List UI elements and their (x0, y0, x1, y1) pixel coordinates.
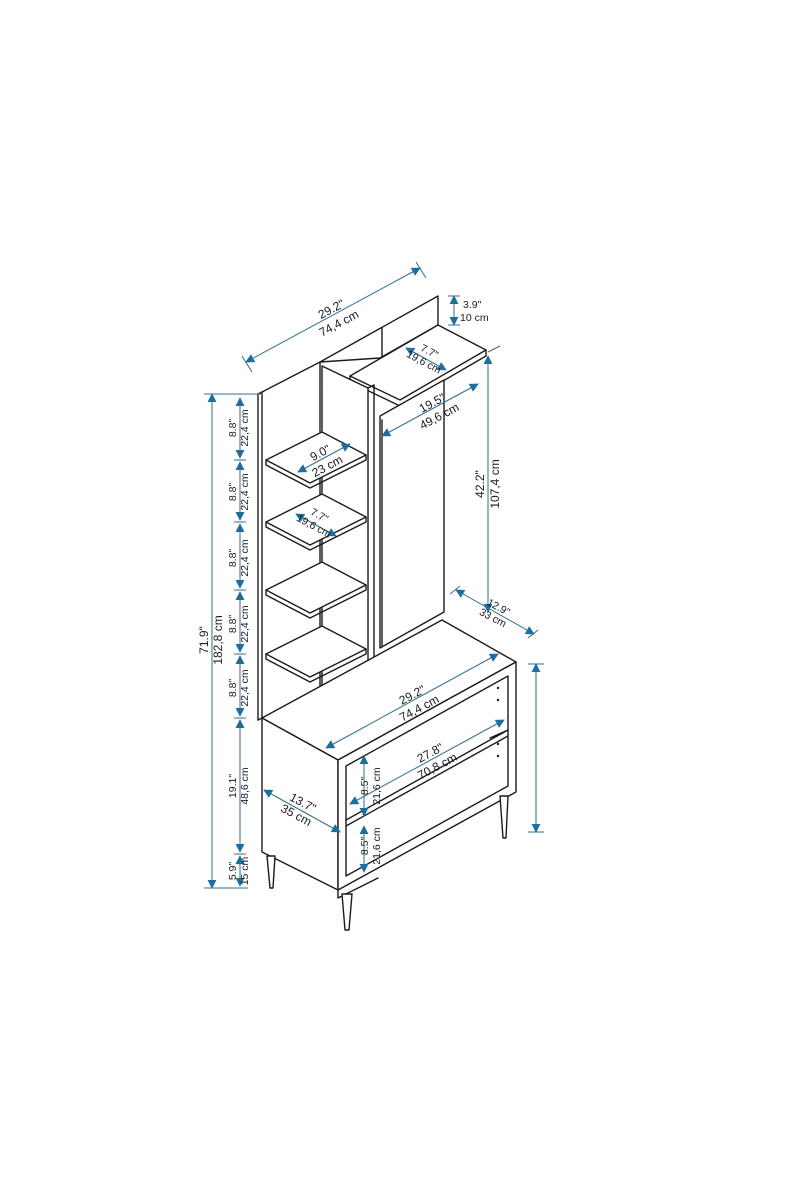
shelf-gap-in: 8.8" (227, 615, 239, 634)
hanger-height-in: 42.2" (473, 470, 487, 498)
shelf-gap-in: 8.8" (227, 549, 239, 568)
top-panel-cm: 10 cm (460, 312, 489, 324)
shelf-gap-in: 8.8" (227, 483, 239, 502)
total-height-cm: 182,8 cm (211, 615, 225, 664)
cabinet-height-cm: 48,6 cm (239, 767, 251, 805)
leg-height-in: 5.9" (227, 862, 239, 881)
shelf-gap-cm: 22,4 cm (239, 669, 251, 707)
shelf-gap-in: 8.8" (227, 419, 239, 438)
total-height-in: 71.9" (197, 626, 211, 654)
compartment-lower-cm: 21,6 cm (371, 827, 383, 865)
hall-stand-drawing (257, 295, 517, 931)
leg-height-cm: 15 cm (239, 856, 251, 885)
shelf-gap-in: 8.8" (227, 679, 239, 698)
hanger-height-cm: 107,4 cm (488, 459, 502, 508)
compartment-lower-in: 8.5" (359, 837, 371, 856)
shelf-gap-cm: 22,4 cm (239, 539, 251, 577)
cabinet-height-in: 19.1" (227, 774, 239, 798)
top-panel-in: 3.9" (463, 299, 482, 311)
shelf-gap-cm: 22,4 cm (239, 473, 251, 511)
compartment-upper-in: 8.5" (359, 777, 371, 796)
shelf-gap-cm: 22,4 cm (239, 605, 251, 643)
shelf-gap-cm: 22,4 cm (239, 409, 251, 447)
legs (266, 795, 509, 931)
compartment-upper-cm: 21,6 cm (371, 767, 383, 805)
dimension-lines (204, 261, 544, 889)
